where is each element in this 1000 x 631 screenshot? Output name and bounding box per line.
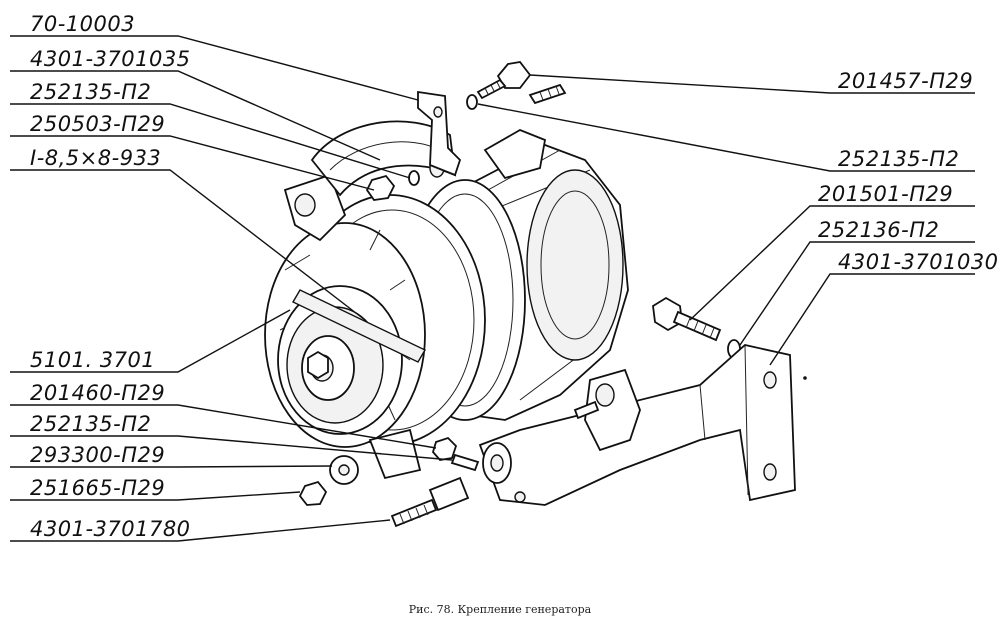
- washer-252135-arc: [408, 170, 420, 186]
- label-293300-p29: 293300-П29: [30, 443, 166, 467]
- leader-lines: [10, 35, 975, 542]
- stud-252135-lower: [450, 453, 480, 472]
- label-i-8-5x8-933: I-8,5×8-933: [30, 146, 162, 170]
- nut-250503: [365, 174, 396, 201]
- label-252135-p2-right: 252135-П2: [838, 147, 960, 171]
- label-252135-p2-top: 252135-П2: [30, 80, 152, 104]
- bolt-201501: [652, 296, 722, 342]
- generator-assembly: [264, 120, 629, 480]
- label-70-10003: 70-10003: [30, 12, 136, 36]
- stud-201457: [528, 83, 567, 105]
- washer-252135-top: [466, 94, 478, 110]
- figure-caption: Рис. 78. Крепление генератора: [408, 603, 592, 616]
- label-201460-p29: 201460-П29: [30, 381, 166, 405]
- label-251665-p29: 251665-П29: [30, 476, 166, 500]
- nut-201460: [431, 436, 458, 461]
- label-250503-p29: 250503-П29: [30, 112, 166, 136]
- label-4301-3701780: 4301-3701780: [30, 517, 191, 541]
- nut-251665: [298, 480, 328, 506]
- label-4301-3701030: 4301-3701030: [838, 250, 999, 274]
- bolt-201457: [476, 61, 532, 100]
- label-201457-p29: 201457-П29: [838, 69, 974, 93]
- label-201501-p29: 201501-П29: [818, 182, 954, 206]
- stud-4301-3701780: [390, 476, 470, 528]
- bracket-4301-3701030: [478, 344, 796, 506]
- label-5101-3701: 5101. 3701: [30, 348, 156, 372]
- plate-70-10003: [417, 90, 462, 177]
- label-252136-p2: 252136-П2: [818, 218, 940, 242]
- label-4301-3701035: 4301-3701035: [30, 47, 191, 71]
- label-252135-p2-lower: 252135-П2: [30, 412, 152, 436]
